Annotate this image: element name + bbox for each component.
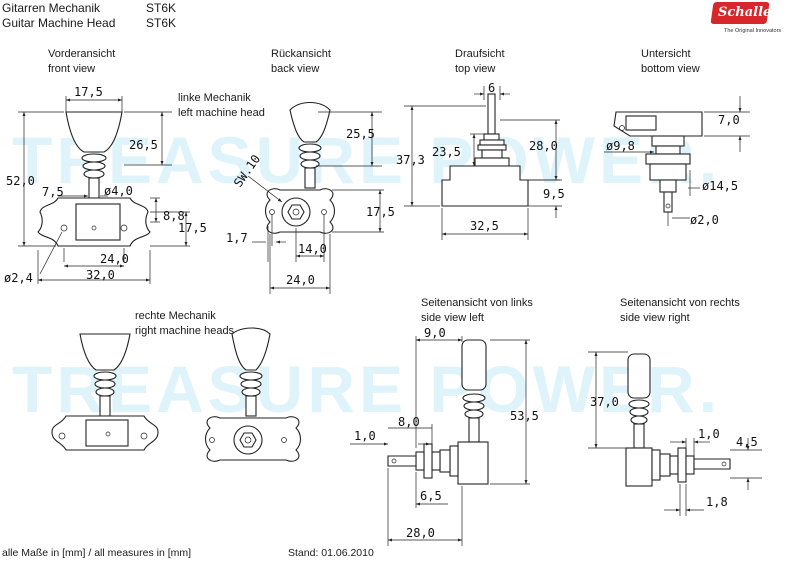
side-view-left-drawing (350, 336, 530, 546)
dim-bottom-housing-depth: 7,0 (718, 113, 740, 127)
dim-side-right-post: 4,5 (736, 435, 758, 449)
bottom-view-drawing (604, 96, 750, 226)
top-view-drawing (404, 86, 562, 240)
dim-back-hole-offset: 14,0 (298, 242, 327, 256)
units-note: alle Maße in [mm] / all measures in [mm] (2, 547, 192, 559)
dim-front-shaft-diameter: ø4,0 (104, 184, 133, 198)
dim-side-right-height: 37,0 (590, 395, 619, 409)
revision-date: Stand: 01.06.2010 (288, 547, 374, 559)
front-view-drawing (18, 96, 190, 284)
dim-front-hole-offset: 8,8 (163, 209, 185, 223)
dim-front-plate-height: 17,5 (178, 221, 207, 235)
right-machine-heads-drawing (51, 327, 302, 462)
dim-front-hole-diameter: ø2,4 (4, 271, 33, 285)
side-view-right-drawing (588, 351, 762, 516)
dim-front-width: 17,5 (74, 85, 103, 99)
dim-top-post-width: 6 (488, 81, 495, 95)
dim-back-button-height: 25,5 (346, 127, 375, 141)
dim-side-left-height: 53,5 (510, 409, 539, 423)
dim-top-width: 32,5 (470, 219, 499, 233)
front-view-label-en: front view (48, 63, 96, 75)
top-view-label-de: Draufsicht (455, 48, 505, 60)
logo-brand: Schaller (718, 5, 779, 20)
left-head-label-de: linke Mechanik (178, 92, 251, 104)
top-view-label-en: top view (455, 63, 496, 75)
back-view-drawing (247, 101, 384, 294)
dim-side-left-washer: 1,0 (354, 429, 376, 443)
bottom-view-label-de: Untersicht (641, 48, 691, 60)
right-heads-label-en: right machine heads (135, 325, 235, 337)
dim-back-thickness: 1,7 (226, 231, 248, 245)
model-code: ST6K (146, 1, 177, 15)
side-left-label-en: side view left (421, 312, 484, 324)
dim-top-total-height: 37,3 (396, 153, 425, 167)
dim-top-post-height: 28,0 (529, 139, 558, 153)
front-view-label-de: Vorderansicht (48, 48, 116, 60)
logo-tagline: The Original Innovators (724, 28, 782, 34)
back-view-label-de: Rückansicht (271, 48, 331, 60)
dim-bottom-washer-diameter: ø14,5 (702, 179, 738, 193)
dim-front-offset: 7,5 (42, 185, 64, 199)
dim-side-left-bushing: 8,0 (398, 415, 420, 429)
dim-bottom-hole-diameter: ø2,0 (690, 213, 719, 227)
side-left-label-de: Seitenansicht von links (421, 297, 533, 309)
dim-side-left-button-offset: 9,0 (424, 326, 446, 340)
right-heads-label-de: rechte Mechanik (135, 310, 216, 322)
dim-back-plate-height: 17,5 (366, 205, 395, 219)
model-code-2: ST6K (146, 16, 177, 30)
dim-front-button-height: 26,5 (129, 138, 158, 152)
watermark-top: TREASURE POWER. (12, 123, 721, 197)
back-view-label-en: back view (271, 63, 320, 75)
dim-side-right-washer: 1,0 (698, 427, 720, 441)
side-right-label-de: Seitenansicht von rechts (620, 297, 740, 309)
dim-front-total-height: 52,0 (6, 174, 35, 188)
dim-side-left-depth: 28,0 (406, 526, 435, 540)
dim-side-left-post-length: 6,5 (420, 489, 442, 503)
schaller-logo: Schaller The Original Innovators (710, 2, 782, 36)
dim-bottom-bushing-diameter: ø9,8 (606, 139, 635, 153)
title-de: Gitarren Mechanik (2, 1, 101, 15)
dim-back-width: 24,0 (286, 273, 315, 287)
bottom-view-label-en: bottom view (641, 63, 700, 75)
side-right-label-en: side view right (620, 312, 690, 324)
dim-top-housing-height: 9,5 (543, 187, 565, 201)
dim-front-hole-spacing: 24,0 (100, 252, 129, 266)
dim-side-right-ring: 1,8 (706, 495, 728, 509)
left-head-label-en: left machine head (178, 107, 265, 119)
title-en: Guitar Machine Head (2, 16, 116, 30)
dim-front-plate-width: 32,0 (86, 268, 115, 282)
watermark-bottom: TREASURE POWER. (12, 352, 721, 426)
dim-top-bushing-height: 23,5 (432, 145, 461, 159)
